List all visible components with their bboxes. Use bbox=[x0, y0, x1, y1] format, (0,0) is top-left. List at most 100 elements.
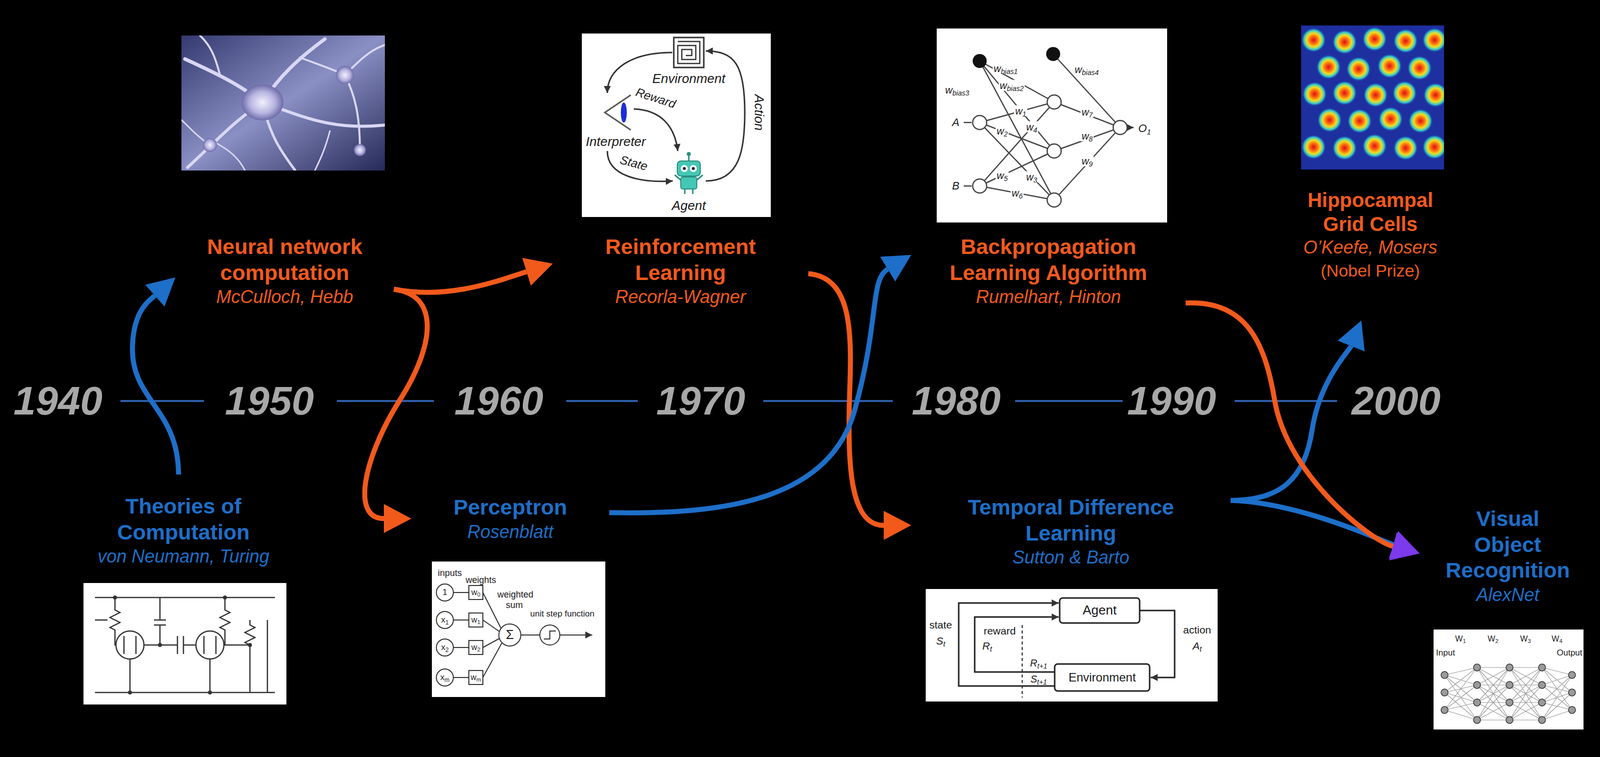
figure-label-holder: Agent bbox=[1081, 602, 1118, 618]
figure-label-holder: Rt bbox=[981, 639, 993, 652]
alexnet-units bbox=[1441, 663, 1576, 724]
figure-label: At bbox=[1191, 639, 1203, 652]
figure-label-holder: W2 bbox=[1486, 634, 1500, 644]
figure-label-holder: Environment bbox=[1067, 670, 1138, 685]
figure-label: 1 bbox=[441, 587, 448, 597]
year-holder: 1980 bbox=[908, 377, 1004, 424]
figure-label: xm bbox=[439, 672, 451, 682]
figure-label-holder: B bbox=[951, 179, 961, 192]
flow-arrow bbox=[1230, 500, 1420, 559]
figure-label: wm bbox=[469, 672, 483, 682]
figure-label-holder: At bbox=[1191, 639, 1203, 652]
box-text: Reinforcement LearningRecorla-Wagner bbox=[565, 233, 796, 309]
box-authors: Recorla-Wagner bbox=[565, 285, 796, 309]
arrow-head bbox=[883, 510, 912, 540]
cell-body bbox=[353, 143, 366, 156]
figure-label: w9 bbox=[1080, 155, 1094, 167]
year-holder: 1970 bbox=[653, 377, 749, 424]
box-authors: Rumelhart, Hinton bbox=[928, 285, 1169, 309]
figure-label: w1 bbox=[1014, 105, 1028, 117]
concept-box: Theories of Computationvon Neumann, Turi… bbox=[60, 474, 306, 725]
figure-label: wbias3 bbox=[944, 84, 971, 96]
box-title: Hippocampal Grid Cells bbox=[1295, 187, 1446, 236]
figure-label: w4 bbox=[1025, 121, 1039, 133]
figure-label-holder: w7 bbox=[1080, 106, 1094, 118]
year-holder: 1950 bbox=[221, 377, 317, 424]
figure-label: Environment bbox=[1067, 670, 1138, 684]
box-title: Theories of Computation bbox=[83, 493, 284, 545]
figure-label: unit step function bbox=[529, 608, 596, 619]
figure-label-holder: x1 bbox=[439, 614, 450, 625]
box-title: Reinforcement Learning bbox=[565, 233, 796, 286]
figure-label: action bbox=[1182, 623, 1213, 636]
circuit-joints bbox=[112, 595, 252, 695]
figure-label-holder: w3 bbox=[1025, 171, 1039, 183]
flow-arrow bbox=[808, 273, 912, 540]
figure-label: Interpreter bbox=[584, 133, 647, 149]
figure-label-holder: Reward bbox=[633, 84, 679, 111]
flow-arrow bbox=[1230, 320, 1365, 501]
figure-label-holder: x2 bbox=[439, 642, 450, 653]
figure-label-holder: wbias3 bbox=[944, 84, 971, 96]
figure-label: w7 bbox=[1080, 106, 1094, 118]
figure-label-holder: St bbox=[935, 634, 947, 647]
figure-label-holder: O1 bbox=[1137, 121, 1153, 135]
figure-label: Environment bbox=[651, 70, 727, 86]
figure-label: Σ bbox=[504, 626, 515, 642]
network-units bbox=[972, 46, 1128, 207]
environment-box bbox=[1054, 663, 1150, 691]
td-loop bbox=[958, 602, 1175, 698]
cell-body bbox=[335, 65, 354, 84]
figure-label-holder: w2 bbox=[470, 642, 482, 652]
interpreter-eye bbox=[604, 94, 631, 130]
flow-arrow bbox=[364, 289, 428, 534]
arrow-line bbox=[132, 295, 179, 475]
figure-label-holder: inputs bbox=[436, 567, 463, 579]
figure-label: A bbox=[951, 115, 961, 129]
firing-fields bbox=[1301, 26, 1445, 161]
figure-label: w0 bbox=[470, 587, 482, 597]
figure-label: St+1 bbox=[1029, 673, 1048, 685]
concept-box: Neural network computationMcCulloch, Heb… bbox=[175, 7, 394, 321]
box-text: Theories of Computationvon Neumann, Turi… bbox=[83, 493, 284, 569]
figure-label-holder: wm bbox=[469, 672, 483, 682]
alexnet-picture bbox=[1433, 629, 1584, 730]
axis-segment bbox=[763, 399, 893, 402]
axis-segment bbox=[566, 399, 638, 402]
figure-label: x1 bbox=[439, 614, 450, 625]
figure-label-holder: w4 bbox=[1025, 121, 1039, 133]
figure-label-holder: w1 bbox=[470, 615, 482, 625]
picture-ground bbox=[431, 561, 606, 697]
figure-label: Output bbox=[1555, 647, 1584, 658]
arrow-head bbox=[1337, 320, 1365, 352]
year-label: 1980 bbox=[908, 378, 1004, 423]
arrow-head bbox=[145, 277, 176, 307]
figure-label: state bbox=[928, 618, 954, 631]
circuit-wires bbox=[94, 597, 275, 693]
neuron-picture bbox=[181, 35, 385, 171]
figure-label-holder: w5 bbox=[995, 169, 1009, 182]
picture-ground bbox=[181, 35, 385, 171]
box-authors: Sutton & Barto bbox=[951, 545, 1192, 570]
figure-label-holder: action bbox=[1182, 623, 1213, 636]
figure-label: weights bbox=[464, 574, 497, 585]
figure-label: w1 bbox=[470, 615, 482, 624]
figure-label: x2 bbox=[439, 642, 450, 652]
figure-label: B bbox=[951, 179, 961, 192]
concept-box: Reinforcement LearningRecorla-Wagner bbox=[552, 7, 809, 321]
axis-segment bbox=[1015, 399, 1123, 402]
network-links bbox=[963, 53, 1134, 200]
flow-arrow bbox=[1185, 302, 1420, 561]
figure-label-holder: Output bbox=[1555, 647, 1584, 658]
figure-label: W3 bbox=[1519, 634, 1532, 643]
box-authors: O’Keefe, Mosers bbox=[1295, 235, 1446, 260]
figure-label-holder: State bbox=[617, 152, 650, 174]
figure-label: w2 bbox=[470, 642, 482, 652]
picture-ground bbox=[925, 588, 1218, 702]
figure-label-holder: w9 bbox=[1080, 155, 1094, 167]
box-title: Perceptron bbox=[425, 494, 596, 521]
alexnet-links bbox=[1444, 667, 1573, 720]
year-label: 2000 bbox=[1348, 378, 1444, 423]
figure-label: w5 bbox=[995, 169, 1009, 181]
